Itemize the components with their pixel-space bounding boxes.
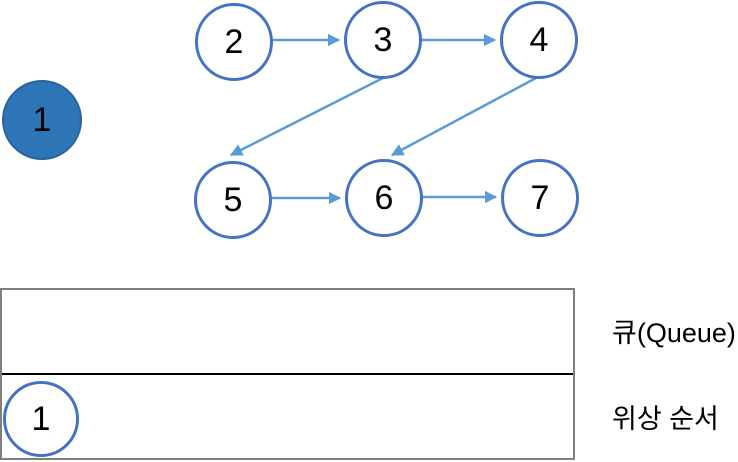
state-table (0, 288, 575, 460)
graph-node-1[interactable]: 1 (2, 80, 82, 160)
queue-row-label: 큐(Queue) (612, 318, 736, 348)
graph-node-2[interactable]: 2 (195, 3, 273, 81)
graph-node-4[interactable]: 4 (500, 1, 578, 79)
graph-node-3[interactable]: 3 (344, 1, 422, 79)
edge-3-5 (229, 76, 384, 157)
topo-order-token-1[interactable]: 1 (3, 381, 79, 457)
table-row-divider (2, 373, 573, 375)
graph-node-5[interactable]: 5 (194, 161, 272, 239)
queue-row (2, 290, 573, 373)
topo-order-row (2, 375, 573, 458)
graph-node-6[interactable]: 6 (345, 159, 423, 237)
topo-order-row-label: 위상 순서 (612, 404, 719, 434)
edge-4-6 (390, 76, 537, 157)
graph-node-7[interactable]: 7 (501, 159, 579, 237)
